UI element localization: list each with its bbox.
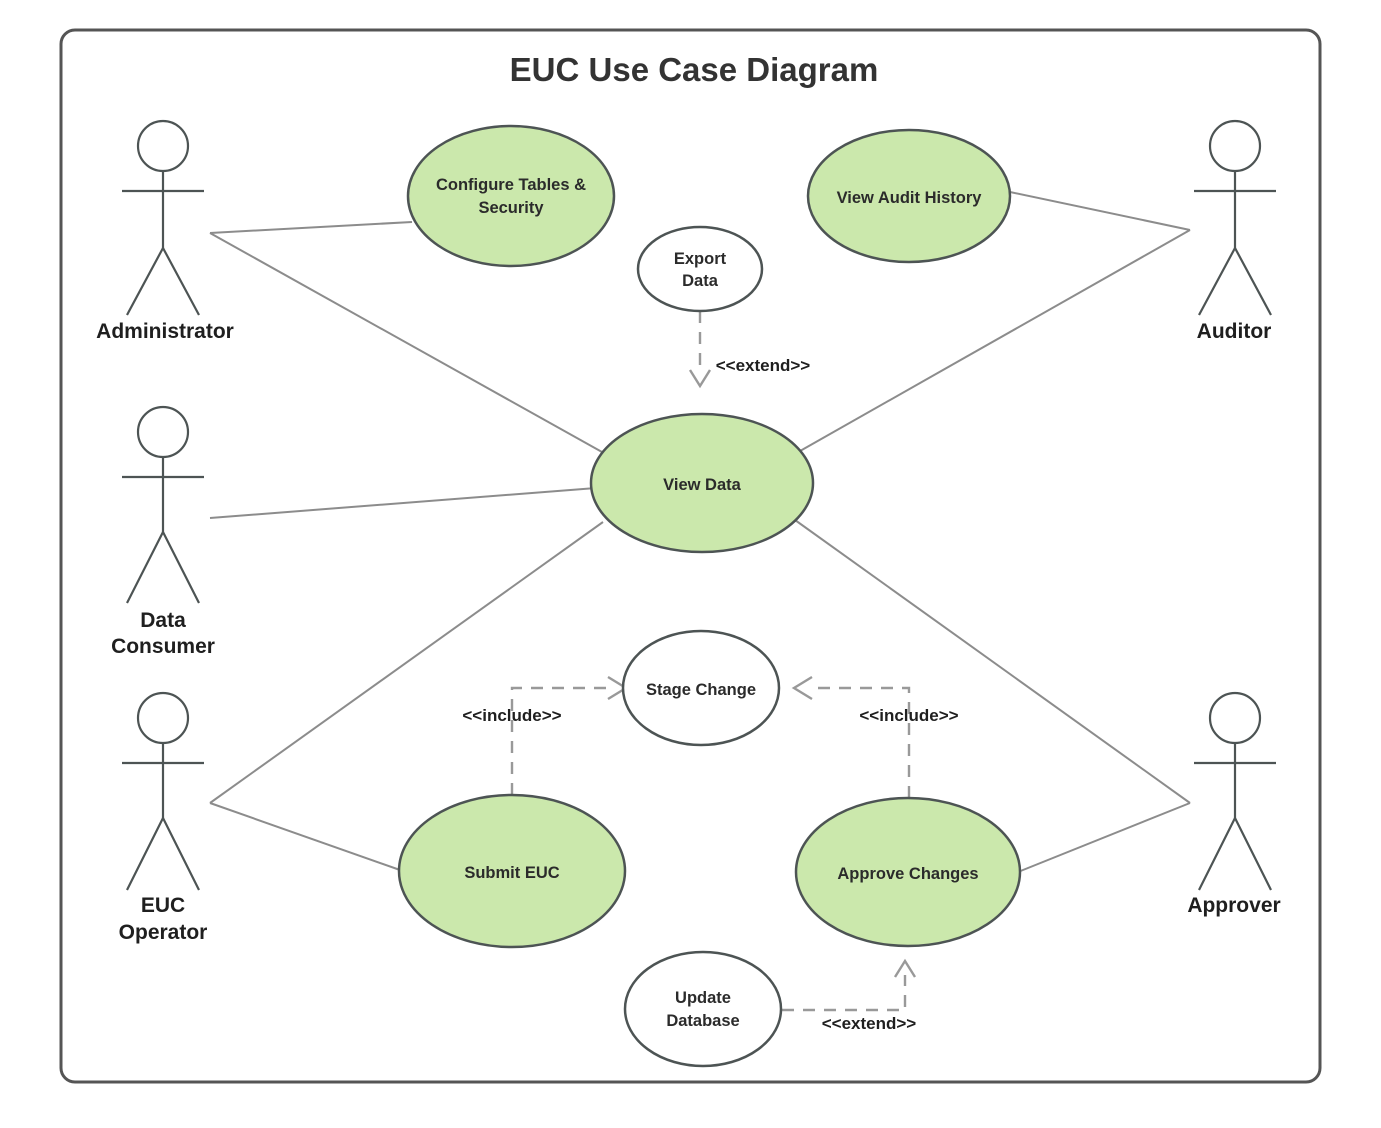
extend-line-update-database: [782, 975, 907, 1012]
association-auditor-view-audit-history: [1009, 191, 1191, 231]
actor-approver[interactable]: Approver: [1187, 691, 1281, 917]
association-data-consumer-view-data: [209, 487, 597, 519]
use-case-label-configure-tables-security-line1: Configure Tables &: [436, 176, 586, 194]
association-administrator-configure-tables-security: [209, 221, 413, 234]
actor-label-euc-operator-line2: Operator: [119, 921, 208, 944]
use-case-ellipse-export-data[interactable]: [636, 225, 764, 313]
include-arrowhead-approve-changes: [791, 675, 813, 701]
use-case-label-approve-changes: Approve Changes: [837, 865, 978, 883]
actor-legs-icon-euc-operator: [126, 817, 200, 891]
system-boundary-frame: [59, 28, 1322, 1084]
use-case-ellipse-stage-change[interactable]: [621, 629, 781, 747]
use-case-label-update-database-line1: Update: [675, 989, 731, 1007]
actor-label-approver: Approver: [1187, 894, 1280, 917]
association-administrator-view-data: [209, 232, 603, 453]
actor-label-auditor: Auditor: [1197, 320, 1272, 343]
actor-legs-icon-data-consumer: [126, 531, 200, 604]
use-case-ellipse-update-database[interactable]: [623, 950, 783, 1068]
association-approver-view-data: [794, 519, 1191, 804]
extend-arrowhead-export-data: [688, 369, 712, 389]
use-case-label-view-data: View Data: [663, 476, 741, 494]
use-case-layer: Configure Tables & Security View Audit H…: [397, 124, 1022, 1068]
use-case-label-stage-change: Stage Change: [646, 681, 756, 699]
association-layer: [209, 191, 1191, 873]
actor-label-data-consumer-line1: Data: [140, 609, 186, 632]
actor-administrator[interactable]: Administrator: [96, 119, 234, 343]
actor-legs-icon-approver: [1198, 817, 1272, 891]
use-case-stage-change[interactable]: Stage Change: [621, 629, 781, 747]
actor-head-icon-data-consumer: [136, 405, 190, 459]
include-line-submit-euc: [510, 686, 608, 795]
include-line-approve-changes: [812, 686, 911, 798]
stereotype-label-submit-include: <<include>>: [462, 706, 561, 725]
use-case-label-export-data-line2: Data: [682, 272, 719, 290]
actor-head-icon-euc-operator: [136, 691, 190, 745]
page-title: EUC Use Case Diagram: [510, 51, 879, 88]
actor-euc-operator[interactable]: EUC Operator: [119, 691, 208, 944]
use-case-label-export-data-line1: Export: [674, 250, 727, 268]
use-case-label-submit-euc: Submit EUC: [464, 864, 559, 882]
actor-head-icon-auditor: [1208, 119, 1262, 173]
actor-label-administrator: Administrator: [96, 320, 234, 343]
use-case-view-data[interactable]: View Data: [589, 412, 815, 554]
use-case-label-view-audit-history: View Audit History: [837, 189, 983, 207]
use-case-ellipse-configure-tables-security[interactable]: [406, 124, 616, 268]
use-case-ellipse-submit-euc[interactable]: [397, 793, 627, 949]
relationship-submit-euc-include-stage-change: <<include>>: [462, 675, 629, 795]
use-case-ellipse-view-data[interactable]: [589, 412, 815, 554]
stereotype-label-approve-include: <<include>>: [859, 706, 958, 725]
relationship-export-data-extend-view-data: <<extend>>: [688, 311, 811, 389]
use-case-ellipse-approve-changes[interactable]: [794, 796, 1022, 948]
use-case-label-configure-tables-security-line2: Security: [478, 199, 544, 217]
actor-head-icon-administrator: [136, 119, 190, 173]
association-auditor-view-data: [792, 229, 1191, 456]
use-case-submit-euc[interactable]: Submit EUC: [397, 793, 627, 949]
use-case-export-data[interactable]: Export Data: [636, 225, 764, 313]
actor-layer: Administrator Data Consumer EUC Operator: [96, 119, 1281, 944]
association-euc-operator-view-data: [209, 521, 604, 804]
actor-head-icon-approver: [1208, 691, 1262, 745]
extend-arrowhead-update-database: [893, 958, 917, 978]
use-case-label-update-database-line2: Database: [666, 1012, 739, 1030]
stereotype-label-export-extend: <<extend>>: [716, 356, 811, 375]
relationship-update-database-extend-approve-changes: <<extend>>: [782, 958, 917, 1033]
use-case-ellipse-view-audit-history[interactable]: [806, 128, 1012, 264]
association-approver-approve-changes: [1017, 802, 1191, 873]
actor-data-consumer[interactable]: Data Consumer: [111, 405, 215, 658]
actor-auditor[interactable]: Auditor: [1194, 119, 1276, 343]
actor-legs-icon-administrator: [126, 247, 200, 316]
association-euc-operator-submit-euc: [209, 802, 401, 871]
relationship-approve-changes-include-stage-change: <<include>>: [791, 675, 959, 798]
actor-label-data-consumer-line2: Consumer: [111, 635, 215, 658]
use-case-configure-tables-security[interactable]: Configure Tables & Security: [406, 124, 616, 268]
use-case-view-audit-history[interactable]: View Audit History: [806, 128, 1012, 264]
actor-label-euc-operator-line1: EUC: [141, 894, 185, 917]
use-case-approve-changes[interactable]: Approve Changes: [794, 796, 1022, 948]
use-case-update-database[interactable]: Update Database: [623, 950, 783, 1068]
stereotype-label-update-extend: <<extend>>: [822, 1014, 917, 1033]
actor-legs-icon-auditor: [1198, 247, 1272, 316]
